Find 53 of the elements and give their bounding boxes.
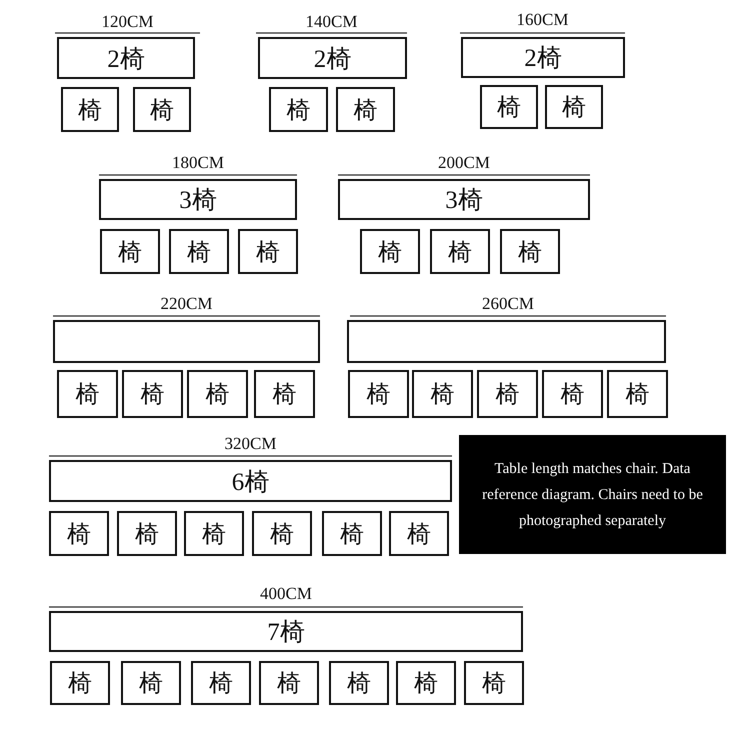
table-box: 7椅 [49, 611, 523, 652]
chair-box: 椅 [121, 661, 181, 705]
chair-box: 椅 [100, 229, 160, 274]
dimension-label: 140CM [304, 12, 358, 32]
dimension-label: 220CM [160, 294, 214, 314]
chair-box: 椅 [348, 370, 409, 418]
note-box: Table length matches chair. Data reference diagram. Chairs need to be photographed separately [459, 435, 726, 554]
table-box: 2椅 [57, 37, 195, 79]
table-box: 3椅 [338, 179, 590, 220]
chair-box: 椅 [259, 661, 319, 705]
chair-box: 椅 [254, 370, 315, 418]
chair-box: 椅 [412, 370, 473, 418]
chair-box: 椅 [545, 85, 603, 129]
chair-box: 椅 [477, 370, 538, 418]
chair-box: 椅 [464, 661, 524, 705]
chair-box: 椅 [252, 511, 312, 556]
dimension-label: 120CM [100, 12, 154, 32]
chair-box: 椅 [430, 229, 490, 274]
chair-box: 椅 [329, 661, 389, 705]
chair-box: 椅 [389, 511, 449, 556]
chair-box: 椅 [322, 511, 382, 556]
chair-box: 椅 [122, 370, 183, 418]
chair-box: 椅 [117, 511, 177, 556]
dimension-label: 320CM [224, 434, 278, 454]
chair-box: 椅 [396, 661, 456, 705]
dimension-label: 160CM [516, 10, 570, 30]
chair-box: 椅 [187, 370, 248, 418]
chair-box: 椅 [238, 229, 298, 274]
dimension-label: 400CM [259, 584, 313, 604]
table-box [347, 320, 666, 363]
chair-box: 椅 [607, 370, 668, 418]
dimension-label: 180CM [171, 153, 225, 173]
chair-box: 椅 [500, 229, 560, 274]
chair-box: 椅 [57, 370, 118, 418]
table-box: 2椅 [461, 37, 625, 78]
table-box: 3椅 [99, 179, 297, 220]
table-box: 2椅 [258, 37, 407, 79]
table-box [53, 320, 320, 363]
chair-box: 椅 [169, 229, 229, 274]
chair-box: 椅 [133, 87, 191, 132]
dimension-label: 200CM [437, 153, 491, 173]
dimension-label: 260CM [481, 294, 535, 314]
chair-box: 椅 [360, 229, 420, 274]
chair-box: 椅 [336, 87, 395, 132]
chair-box: 椅 [191, 661, 251, 705]
chair-box: 椅 [61, 87, 119, 132]
chair-box: 椅 [480, 85, 538, 129]
chair-box: 椅 [184, 511, 244, 556]
table-box: 6椅 [49, 460, 452, 502]
chair-box: 椅 [50, 661, 110, 705]
chair-box: 椅 [542, 370, 603, 418]
chair-box: 椅 [269, 87, 328, 132]
chair-box: 椅 [49, 511, 109, 556]
